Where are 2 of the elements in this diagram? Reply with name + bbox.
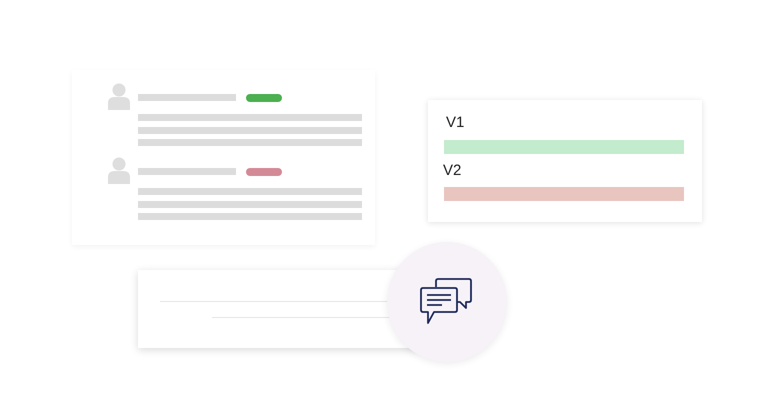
version-label: V2 [443, 162, 462, 180]
version-label: V1 [446, 114, 464, 132]
